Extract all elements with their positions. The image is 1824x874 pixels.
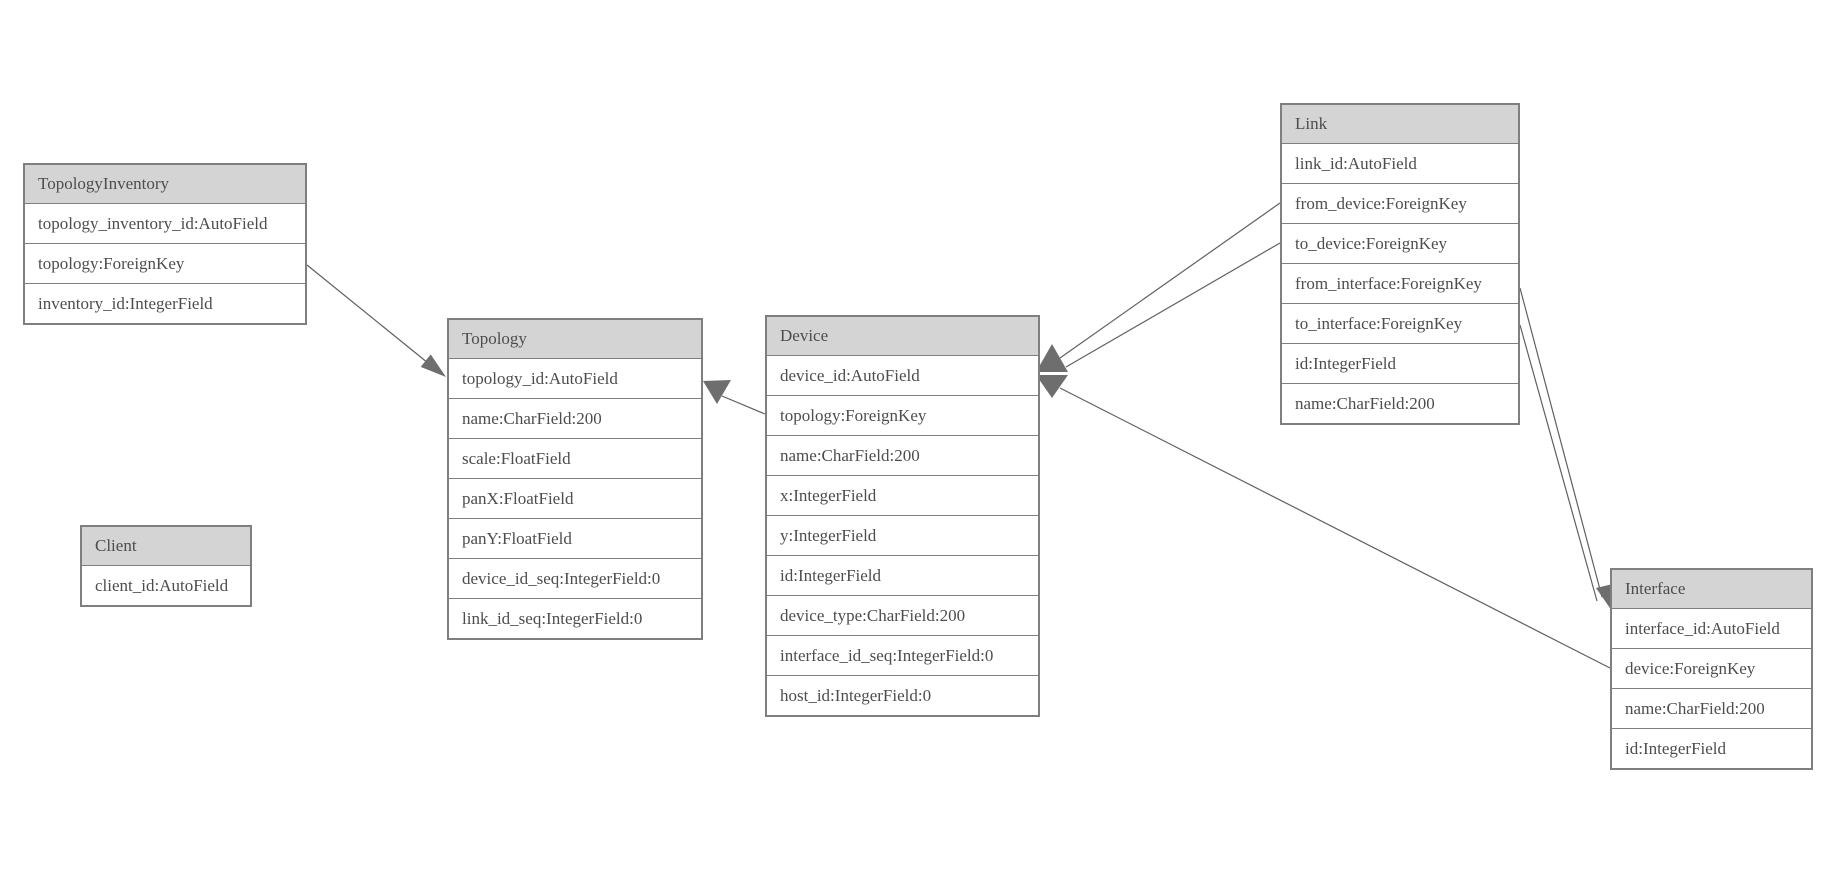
entity-topology-title: Topology — [449, 320, 701, 358]
entity-device-title: Device — [767, 317, 1038, 355]
entity-topology-field: panX:FloatField — [449, 478, 701, 518]
entity-interface-field: interface_id:AutoField — [1612, 608, 1811, 648]
entity-topology: Topology topology_id:AutoField name:Char… — [447, 318, 703, 640]
entity-link-field: to_device:ForeignKey — [1282, 223, 1518, 263]
arrowhead-link-device — [1036, 344, 1068, 372]
entity-interface-title: Interface — [1612, 570, 1811, 608]
entity-client-title: Client — [82, 527, 250, 565]
entity-topology-field: panY:FloatField — [449, 518, 701, 558]
entity-device-field: y:IntegerField — [767, 515, 1038, 555]
entity-topologyinventory-field: topology_inventory_id:AutoField — [25, 203, 305, 243]
relationship-line-topologyinventory-topology — [306, 264, 429, 364]
entity-topology-field: device_id_seq:IntegerField:0 — [449, 558, 701, 598]
entity-interface: Interface interface_id:AutoField device:… — [1610, 568, 1813, 770]
entity-link-field: link_id:AutoField — [1282, 143, 1518, 183]
relationship-line-link-tointerface-interface — [1519, 324, 1598, 602]
entity-link: Link link_id:AutoField from_device:Forei… — [1280, 103, 1520, 425]
entity-device-field: topology:ForeignKey — [767, 395, 1038, 435]
entity-device: Device device_id:AutoField topology:Fore… — [765, 315, 1040, 717]
relationship-line-interface-device — [1059, 387, 1611, 669]
entity-topology-field: link_id_seq:IntegerField:0 — [449, 598, 701, 638]
relationship-line-link-todevice-device — [1065, 242, 1281, 368]
entity-topologyinventory-field: inventory_id:IntegerField — [25, 283, 305, 323]
arrowhead-interface-device — [1036, 375, 1068, 398]
arrowhead-topologyinventory-topology — [420, 354, 446, 377]
entity-device-field: interface_id_seq:IntegerField:0 — [767, 635, 1038, 675]
entity-device-field: name:CharField:200 — [767, 435, 1038, 475]
entity-device-field: host_id:IntegerField:0 — [767, 675, 1038, 715]
entity-topology-field: topology_id:AutoField — [449, 358, 701, 398]
entity-device-field: id:IntegerField — [767, 555, 1038, 595]
entity-topologyinventory: TopologyInventory topology_inventory_id:… — [23, 163, 307, 325]
entity-link-field: name:CharField:200 — [1282, 383, 1518, 423]
entity-topologyinventory-field: topology:ForeignKey — [25, 243, 305, 283]
entity-device-field: x:IntegerField — [767, 475, 1038, 515]
entity-interface-field: device:ForeignKey — [1612, 648, 1811, 688]
entity-interface-field: name:CharField:200 — [1612, 688, 1811, 728]
entity-link-field: from_interface:ForeignKey — [1282, 263, 1518, 303]
entity-link-title: Link — [1282, 105, 1518, 143]
relationship-line-device-topology — [721, 395, 766, 415]
entity-link-field: id:IntegerField — [1282, 343, 1518, 383]
entity-link-field: to_interface:ForeignKey — [1282, 303, 1518, 343]
entity-device-field: device_id:AutoField — [767, 355, 1038, 395]
arrowhead-link-interface — [1596, 584, 1613, 611]
entity-interface-field: id:IntegerField — [1612, 728, 1811, 768]
relationship-line-link-frominterface-interface — [1519, 287, 1603, 598]
arrowhead-device-topology — [703, 380, 731, 404]
entity-topology-field: scale:FloatField — [449, 438, 701, 478]
entity-topology-field: name:CharField:200 — [449, 398, 701, 438]
entity-client-field: client_id:AutoField — [82, 565, 250, 605]
entity-client: Client client_id:AutoField — [80, 525, 252, 607]
entity-device-field: device_type:CharField:200 — [767, 595, 1038, 635]
entity-topologyinventory-title: TopologyInventory — [25, 165, 305, 203]
relationship-line-link-fromdevice-device — [1059, 202, 1281, 359]
entity-link-field: from_device:ForeignKey — [1282, 183, 1518, 223]
